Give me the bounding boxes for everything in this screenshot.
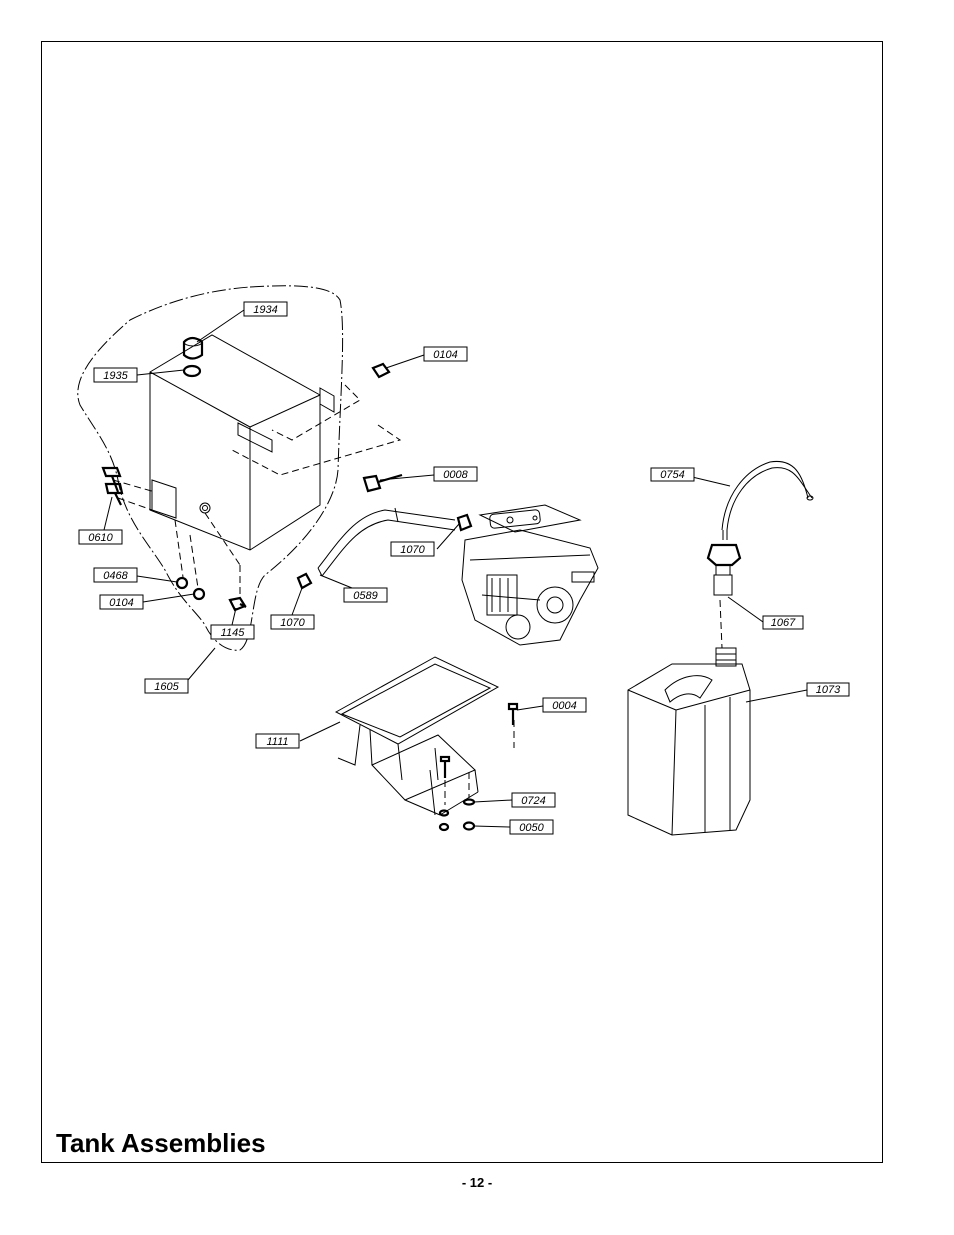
callout-label: 0104 <box>433 349 457 361</box>
callout-label: 0724 <box>521 795 545 807</box>
bracket-hardware <box>438 702 519 832</box>
fuel-jug <box>627 647 751 836</box>
fuel-tank <box>149 334 335 551</box>
engine <box>461 504 599 646</box>
callout-label: 0104 <box>109 597 133 609</box>
callout-label: 1070 <box>400 544 425 556</box>
callout-1934: 1934 <box>243 301 288 317</box>
washer-0468 <box>175 576 189 590</box>
callout-label: 1067 <box>771 617 796 629</box>
fitting-1067 <box>706 543 742 596</box>
nut-0104-upper <box>371 362 391 379</box>
page-number: - 12 - <box>461 1175 493 1190</box>
callout-0589: 0589 <box>343 587 388 603</box>
callout-1070-upper: 1070 <box>390 541 435 557</box>
section-title: Tank Assemblies <box>56 1128 266 1158</box>
callout-label: 0008 <box>443 469 468 481</box>
callout-label: 0610 <box>88 532 113 544</box>
fitting-1145 <box>228 596 247 612</box>
callout-1145: 1145 <box>210 624 255 640</box>
leader-lines <box>103 309 808 828</box>
callout-label: 1934 <box>253 304 277 316</box>
filler-cap <box>182 336 204 360</box>
nut-0104-lower <box>192 587 206 601</box>
clamp-1070-right <box>456 513 473 532</box>
callout-label: 0589 <box>353 590 377 602</box>
bolt-0008 <box>362 473 403 493</box>
tank-bracket <box>334 656 500 816</box>
callout-label: 1935 <box>103 370 128 382</box>
callout-label: 1070 <box>280 617 305 629</box>
page-frame <box>41 41 883 1163</box>
cap-gasket <box>182 364 202 378</box>
callout-label: 1111 <box>266 736 288 748</box>
callout-0468: 0468 <box>93 567 138 583</box>
clamp-1070-left <box>296 572 313 590</box>
assembly-lines <box>112 384 723 748</box>
callout-label: 1073 <box>816 684 841 696</box>
tank-bolts <box>101 466 124 506</box>
callout-label: 0754 <box>660 469 684 481</box>
callout-1935: 1935 <box>93 367 138 383</box>
callout-label: 0050 <box>519 822 544 834</box>
callout-0050: 0050 <box>509 819 554 835</box>
tank-group-boundary <box>77 285 344 651</box>
callout-0004: 0004 <box>542 697 587 713</box>
fuel-hose <box>317 507 456 577</box>
callout-0104-lower: 0104 <box>99 594 144 610</box>
callout-0754: 0754 <box>650 467 695 482</box>
callout-0008: 0008 <box>433 466 478 482</box>
callout-label: 0468 <box>103 570 128 582</box>
callout-0724: 0724 <box>511 792 556 808</box>
callout-1073: 1073 <box>806 682 850 697</box>
fuel-line-0754 <box>721 460 814 540</box>
callout-1067: 1067 <box>762 615 804 630</box>
callout-1111: 1111 <box>255 733 300 749</box>
callout-1605: 1605 <box>144 678 189 694</box>
callout-label: 1145 <box>221 627 246 639</box>
callout-0610: 0610 <box>78 529 123 545</box>
callout-1070-lower: 1070 <box>270 614 315 630</box>
callout-label: 0004 <box>552 700 576 712</box>
callout-0104-upper: 0104 <box>423 346 468 362</box>
callout-label: 1605 <box>154 681 179 693</box>
